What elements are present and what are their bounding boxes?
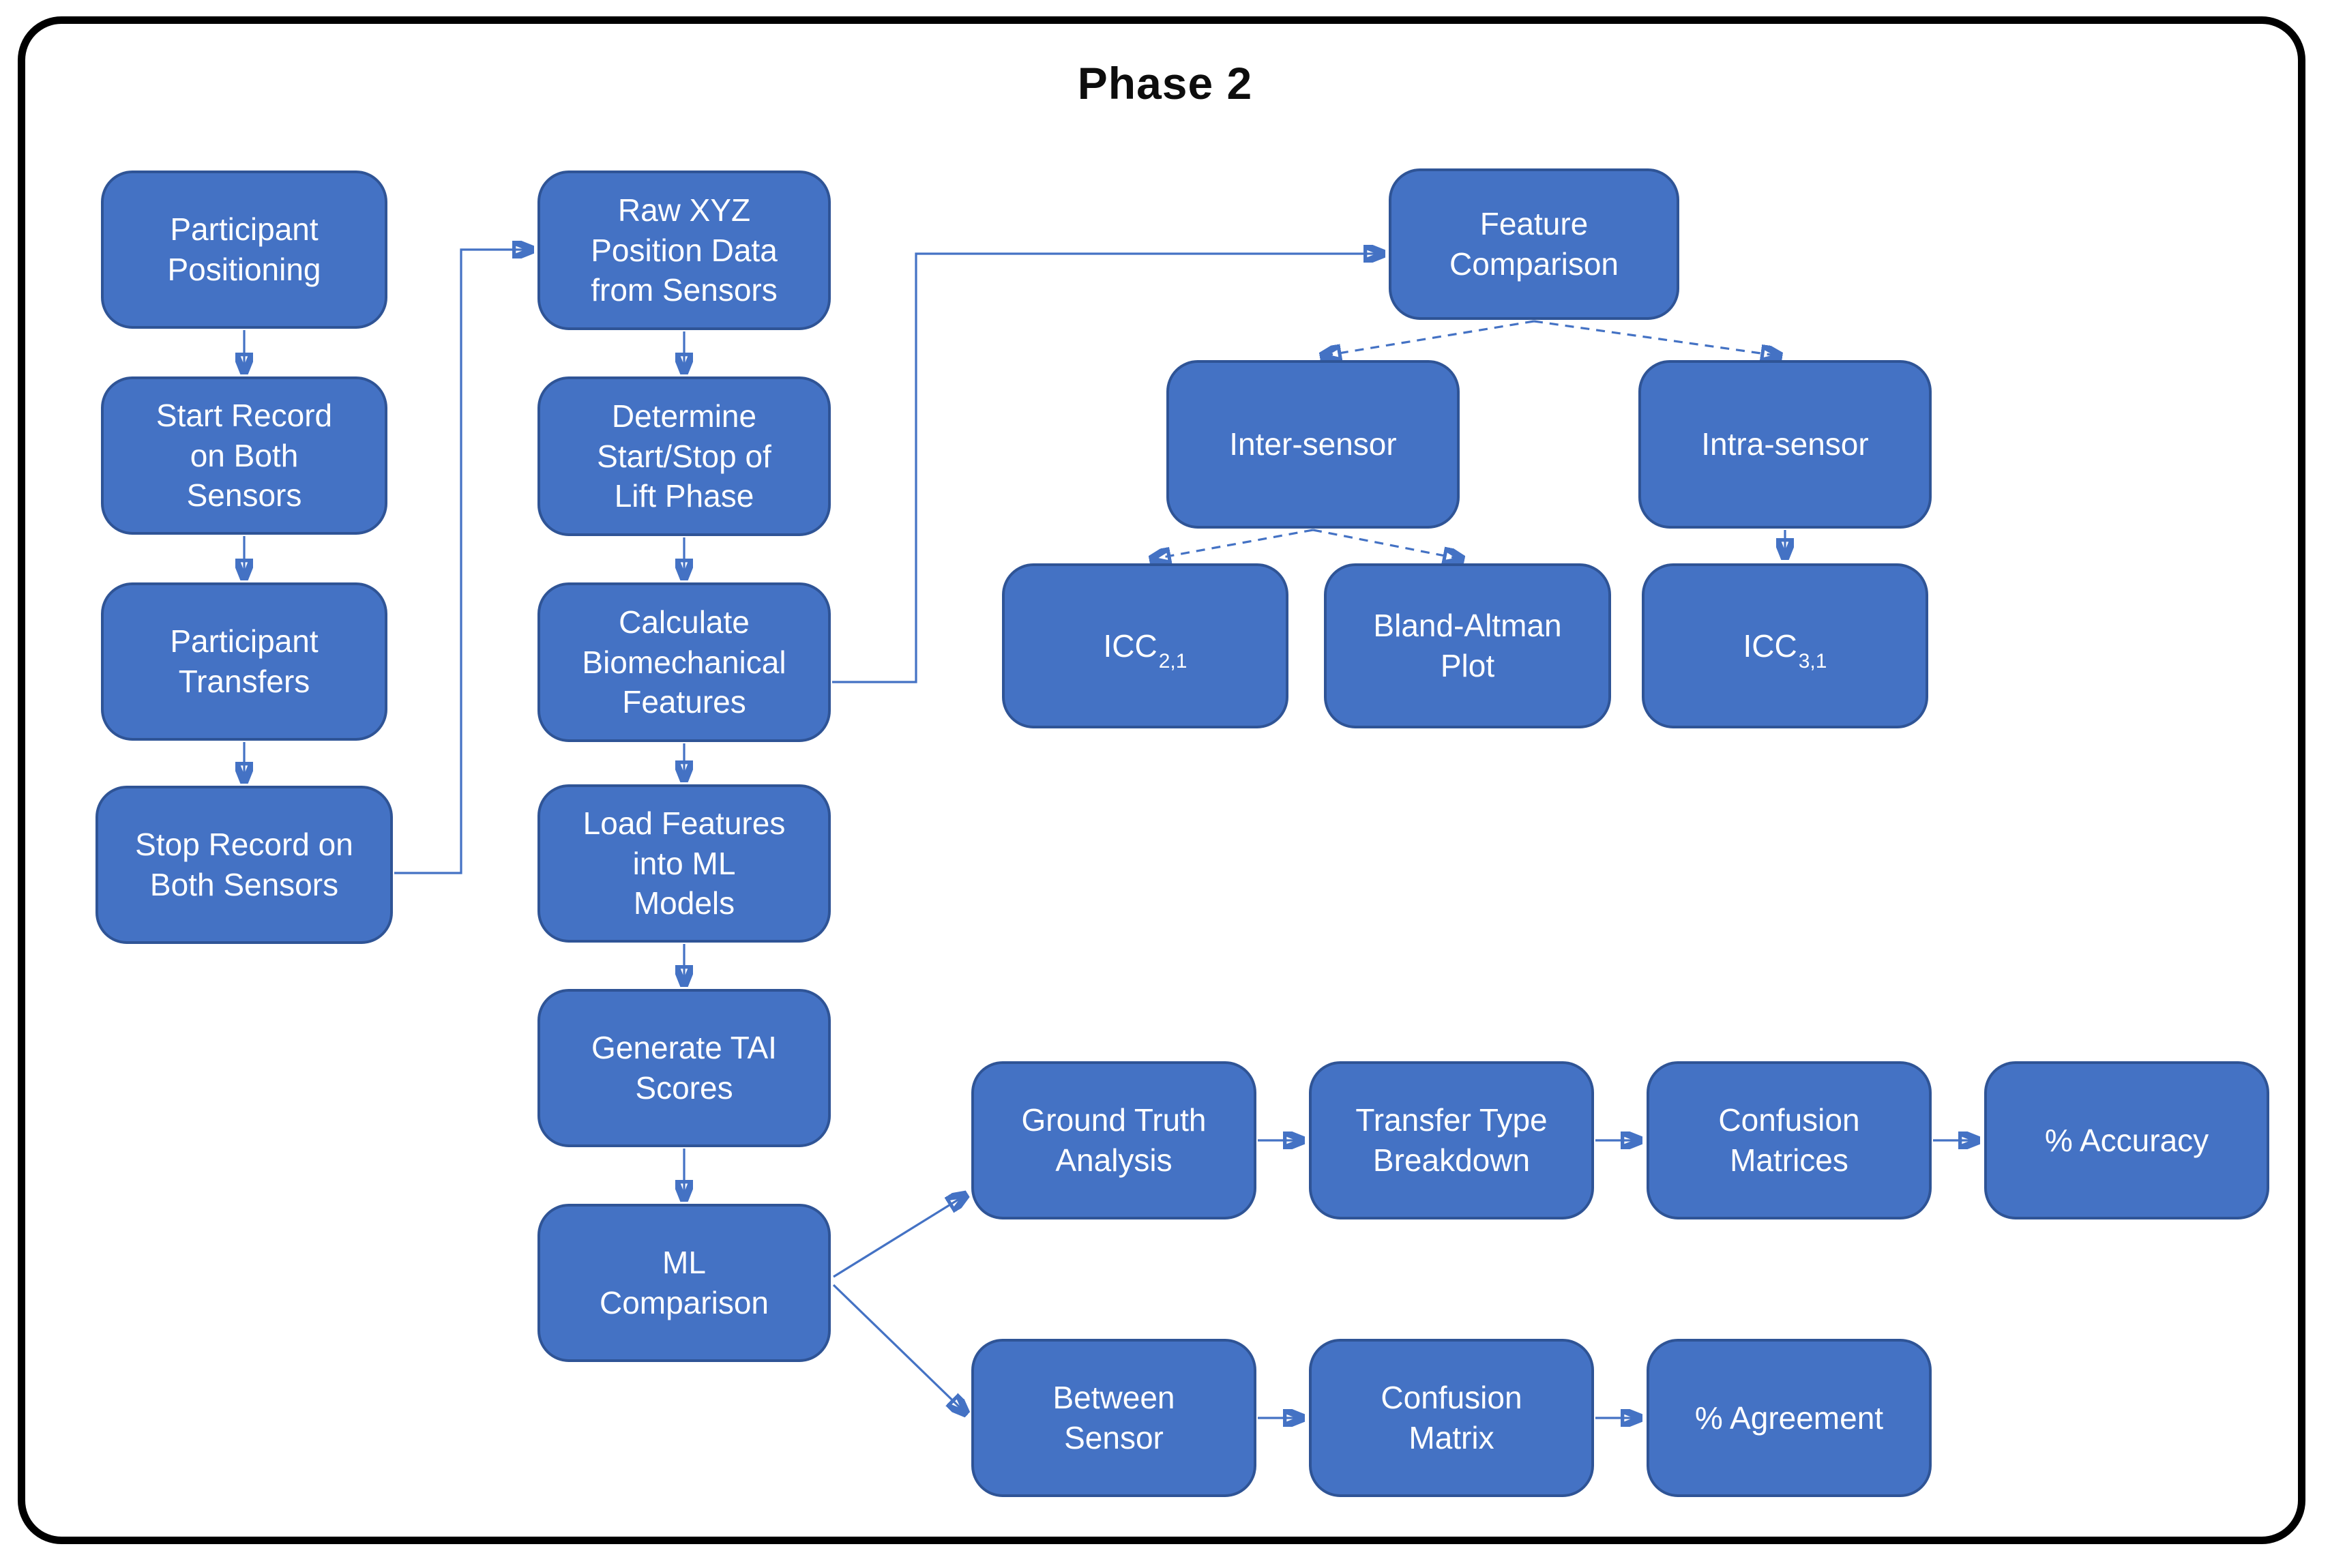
node-confusion-matrices: Confusion Matrices (1647, 1061, 1932, 1219)
node-label: Ground Truth Analysis (1021, 1102, 1207, 1178)
node-label: Stop Record on Both Sensors (135, 827, 353, 902)
page-title: Phase 2 (1077, 58, 1253, 108)
node-ground-truth-analysis: Ground Truth Analysis (971, 1061, 1256, 1219)
node-label: Load Features into ML Models (582, 805, 786, 921)
icc-base: ICC (1103, 627, 1157, 664)
node-calculate-biomechanical-features: Calculate Biomechanical Features (537, 582, 831, 742)
node-label: Start Record on Both Sensors (156, 397, 333, 514)
node-label: Determine Start/Stop of Lift Phase (597, 398, 771, 514)
node-label: Generate TAI Scores (591, 1030, 777, 1106)
node-inter-sensor: Inter-sensor (1166, 360, 1460, 529)
connector-calc_biomech-to-feature_comparison (832, 254, 1383, 683)
node-confusion-matrix: Confusion Matrix (1309, 1339, 1594, 1497)
node-label: % Accuracy (2044, 1122, 2209, 1158)
node-transfer-type-breakdown: Transfer Type Breakdown (1309, 1061, 1594, 1219)
node-label: Between Sensor (1052, 1380, 1175, 1455)
connector-inter_sensor-to-icc_2_1 (1151, 529, 1314, 559)
node-label: Confusion Matrix (1381, 1380, 1522, 1455)
node-generate-tai-scores: Generate TAI Scores (537, 989, 831, 1147)
icc-base: ICC (1743, 627, 1797, 664)
node-label: ICC2,1 (1103, 626, 1188, 672)
icc-subscript: 3,1 (1798, 650, 1827, 673)
node-label: Participant Transfers (170, 623, 319, 699)
node-percent-accuracy: % Accuracy (1984, 1061, 2269, 1219)
node-raw-xyz-position-data: Raw XYZ Position Data from Sensors (537, 171, 831, 330)
node-icc-2-1: ICC2,1 (1002, 563, 1288, 728)
connector-ml_comparison-to-between_sensor (832, 1284, 966, 1413)
node-stop-record: Stop Record on Both Sensors (95, 786, 393, 944)
diagram-frame (18, 16, 2305, 1544)
node-feature-comparison: Feature Comparison (1389, 168, 1679, 320)
node-start-record: Start Record on Both Sensors (101, 376, 387, 535)
icc-subscript: 2,1 (1158, 650, 1188, 673)
node-label: Calculate Biomechanical Features (582, 604, 786, 720)
connector-stop_record-to-raw_xyz (394, 250, 532, 874)
connector-feature_comparison-to-intra_sensor (1533, 320, 1780, 356)
node-label: Participant Positioning (167, 211, 321, 287)
node-label: % Agreement (1694, 1400, 1884, 1436)
node-label: Raw XYZ Position Data from Sensors (591, 192, 778, 308)
connector-inter_sensor-to-bland_altman (1312, 529, 1462, 559)
node-label: ICC3,1 (1743, 626, 1827, 672)
node-label: Inter-sensor (1229, 426, 1397, 462)
node-label: Intra-sensor (1701, 426, 1869, 462)
node-participant-positioning: Participant Positioning (101, 171, 387, 329)
node-label: Feature Comparison (1449, 206, 1619, 282)
node-label: ML Comparison (600, 1245, 769, 1320)
node-participant-transfers: Participant Transfers (101, 582, 387, 741)
node-label: Bland-Altman Plot (1373, 608, 1562, 683)
node-bland-altman-plot: Bland-Altman Plot (1324, 563, 1611, 728)
node-ml-comparison: ML Comparison (537, 1204, 831, 1362)
node-between-sensor: Between Sensor (971, 1339, 1256, 1497)
node-determine-start-stop: Determine Start/Stop of Lift Phase (537, 376, 831, 536)
node-percent-agreement: % Agreement (1647, 1339, 1932, 1497)
node-label: Transfer Type Breakdown (1355, 1102, 1548, 1178)
node-label: Confusion Matrices (1718, 1102, 1860, 1178)
connector-ml_comparison-to-ground_truth (833, 1195, 966, 1278)
node-load-features-into-ml: Load Features into ML Models (537, 784, 831, 943)
node-intra-sensor: Intra-sensor (1638, 360, 1932, 529)
connector-feature_comparison-to-inter_sensor (1322, 320, 1535, 356)
node-icc-3-1: ICC3,1 (1642, 563, 1928, 728)
